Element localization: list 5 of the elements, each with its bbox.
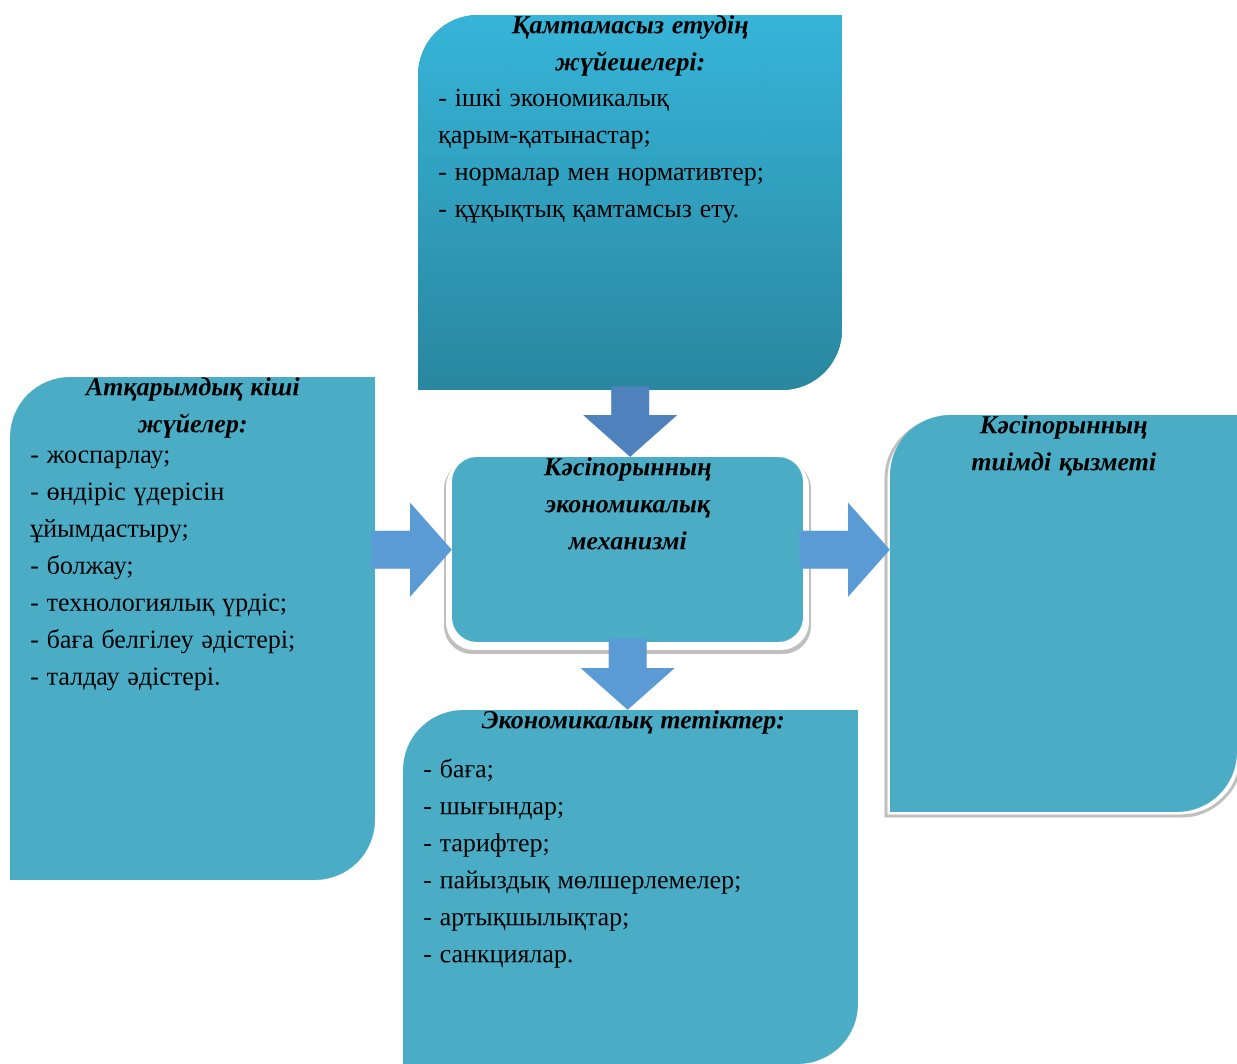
process-box: Кәсіпорынның экономикалық механизмі: [444, 457, 811, 654]
process-box: Кәсіпорынның тиімді қызметі: [884, 415, 1237, 818]
process-box: Қамтамасыз етудің жүйешелері: - ішкі экономикалық қарым-қатынастар; - нормалар мен нормативтер; - құқықтық қамтамсыз ету.: [418, 15, 842, 390]
process-box: Атқарымдық кіші жүйелер: - жоспарлау; - өндіріс үдерісін ұйымдастыру; - болжау; - технологиялық үрдіс; - баға белгілеу әдістері; - талдау әдістері.: [10, 377, 375, 880]
process-box: Экономикалық тетіктер: - баға; - шығындар; - тарифтер; - пайыздық мөлшерлемелер; - артықшылықтар; - санкциялар.: [403, 710, 858, 1064]
